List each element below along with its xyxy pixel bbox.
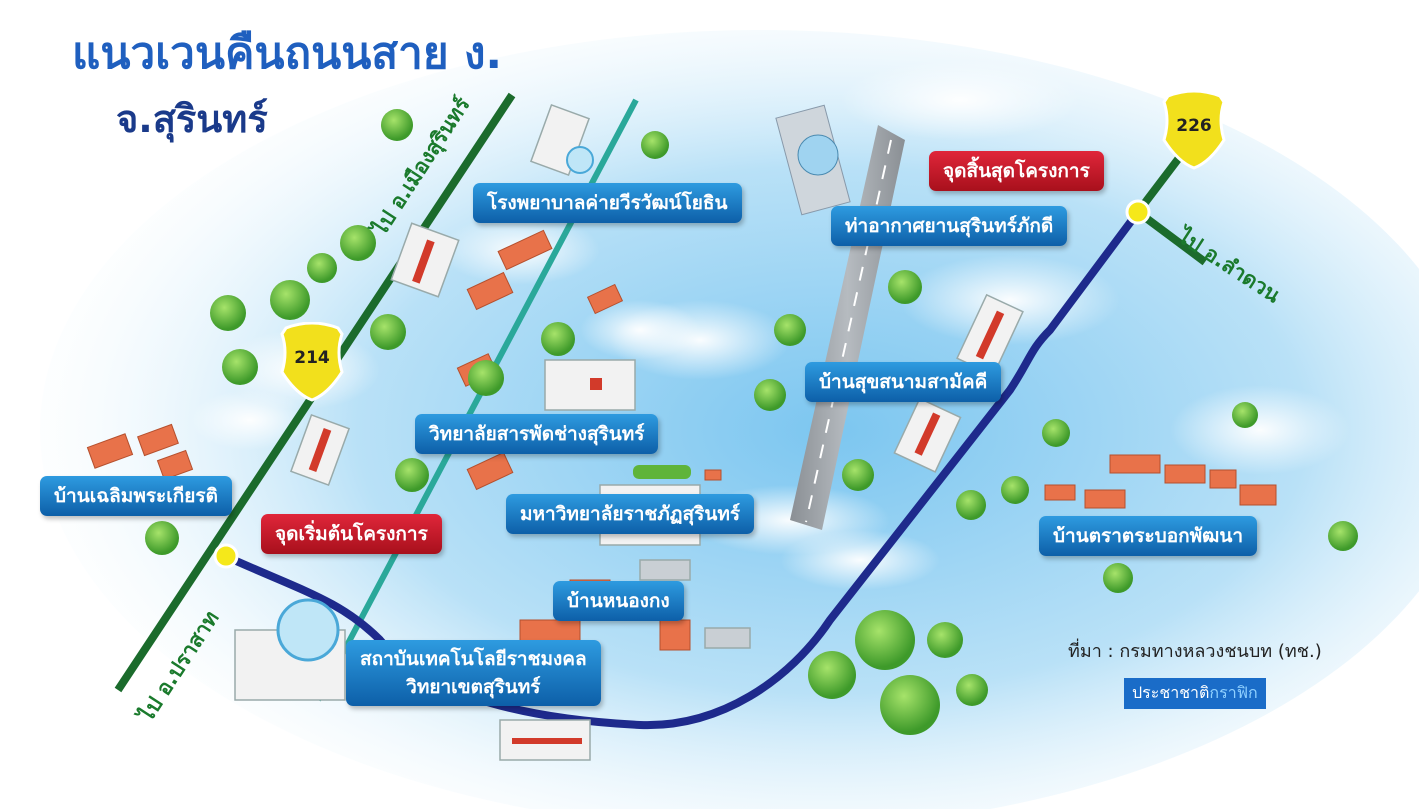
route-226-number: 226 — [1176, 116, 1212, 136]
label-start-point: จุดเริ่มต้นโครงการ — [261, 514, 442, 554]
shield-icon — [1162, 89, 1226, 170]
brand-badge: ประชาชาติกราฟิก — [1124, 678, 1266, 709]
label-rmut-line2: วิทยาเขตสุรินทร์ — [406, 676, 541, 698]
start-point — [213, 543, 239, 569]
sky-area — [40, 30, 1419, 809]
pavilion-icon — [566, 146, 594, 174]
label-airport: ท่าอากาศยานสุรินทร์ภักดี — [831, 206, 1068, 246]
map-title: แนวเวนคืนถนนสาย ง. — [72, 28, 503, 79]
label-rajabhat: มหาวิทยาลัยราชภัฏสุรินทร์ — [506, 494, 755, 534]
route-214-number: 214 — [294, 348, 330, 368]
trees — [145, 109, 1358, 735]
label-hospital: โรงพยาบาลค่ายวีรวัฒน์โยธิน — [473, 183, 742, 223]
map-subtitle: จ.สุรินทร์ — [116, 97, 268, 141]
brand-text-a: ประชาชาติ — [1132, 683, 1210, 702]
source-credit: ที่มา : กรมทางหลวงชนบท (ทช.) — [1068, 641, 1322, 662]
route-226-shield: 226 — [1160, 89, 1228, 170]
label-end-point: จุดสิ้นสุดโครงการ — [929, 151, 1104, 191]
project-road — [223, 209, 1142, 730]
pavilion-icon — [276, 598, 340, 662]
label-nongkong: บ้านหนองกง — [553, 581, 684, 621]
brand-text-b: กราฟิก — [1209, 683, 1258, 702]
highway-226 — [1134, 147, 1208, 266]
label-trakrabok: บ้านตราตระบอกพัฒนา — [1039, 516, 1257, 556]
label-rmut-line1: สถาบันเทคโนโลยีราชมงคล — [360, 648, 587, 670]
label-sukhanam: บ้านสุขสนามสามัคคี — [805, 362, 1002, 402]
shield-icon — [280, 321, 344, 402]
hedge — [633, 465, 691, 479]
label-polytechnic: วิทยาลัยสารพัดช่างสุรินทร์ — [415, 414, 659, 454]
end-point — [1125, 199, 1151, 225]
label-rmut: สถาบันเทคโนโลยีราชมงคล วิทยาเขตสุรินทร์ — [346, 640, 601, 706]
label-chalerm: บ้านเฉลิมพระเกียรติ — [40, 476, 232, 516]
building-roof-stripes — [308, 239, 1005, 744]
airport-terminal — [775, 104, 851, 216]
route-214-shield: 214 — [278, 321, 346, 402]
